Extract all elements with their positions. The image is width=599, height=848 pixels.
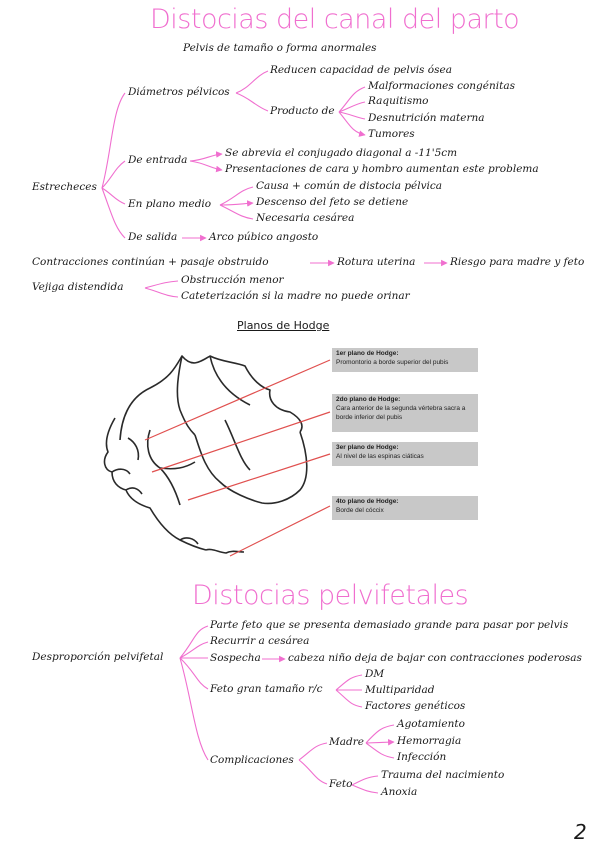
connector [338, 101, 366, 113]
feto-gran-item: Factores genéticos [365, 700, 466, 712]
connector [235, 92, 269, 112]
sospecha-node: Sospecha [210, 652, 261, 664]
connector [101, 187, 126, 205]
connector [219, 204, 254, 220]
connector [179, 657, 209, 690]
feto-item: Trauma del nacimiento [381, 769, 505, 781]
feto-gran-item: Multiparidad [365, 684, 435, 696]
feto-gran-node: Feto gran tamaño r/c [210, 683, 323, 695]
hodge-title: Planos de Hodge [237, 319, 330, 332]
connector [144, 287, 179, 298]
diametros-node: Diámetros pélvicos [128, 86, 230, 98]
connector [365, 724, 395, 744]
hodge-box-4: 4to plano de Hodge: Borde del cóccix [332, 496, 478, 520]
desproporcion-node: Desproporción pelvifetal [32, 651, 164, 663]
reducen-node: Reducen capacidad de pelvis ósea [270, 64, 452, 76]
hodge-box-3: 3er plano de Hodge: Al nivel de las espi… [332, 442, 478, 466]
connector [365, 742, 395, 759]
connector [219, 200, 254, 207]
hodge-box-1: 1er plano de Hodge: Promontorio a borde … [332, 348, 478, 372]
hodge-box-title: 3er plano de Hodge: [336, 444, 399, 451]
connector [189, 160, 223, 173]
hodge-box-2: 2do plano de Hodge: Cara anterior de la … [332, 394, 478, 432]
connector [351, 784, 379, 794]
entrada-item: Presentaciones de cara y hombro aumentan… [225, 163, 539, 175]
madre-node: Madre [329, 736, 364, 748]
recurrir-node: Recurrir a cesárea [210, 635, 310, 647]
complicaciones-node: Complicaciones [210, 754, 294, 766]
rotura-node: Rotura uterina [337, 256, 416, 268]
vejiga-item: Obstrucción menor [181, 274, 284, 286]
page-number: 2 [574, 820, 587, 844]
entrada-item: Se abrevia el conjugado diagonal a -11'5… [225, 147, 458, 159]
connector [338, 111, 366, 120]
hodge-box-desc: Promontorio a borde superior del pubis [336, 358, 449, 366]
connector [235, 70, 269, 94]
feto-gran-item: DM [365, 668, 385, 680]
madre-item: Agotamiento [397, 718, 465, 730]
vejiga-item: Cateterización si la madre no puede orin… [181, 290, 410, 302]
connector [298, 742, 328, 761]
riesgo-node: Riesgo para madre y feto [450, 256, 585, 268]
hodge-box-title: 2do plano de Hodge: [336, 396, 401, 403]
connector [189, 151, 223, 162]
hodge-box-desc: Al nivel de las espinas ciáticas [336, 452, 424, 460]
salida-node: De salida [128, 231, 178, 243]
connector [335, 689, 363, 708]
medio-item: Causa + común de distocia pélvica [256, 180, 443, 192]
connector [365, 738, 395, 746]
medio-node: En plano medio [128, 198, 212, 210]
sospecha-item: cabeza niño deja de bajar con contraccio… [288, 652, 582, 664]
estrecheces-node: Estrecheces [32, 181, 97, 193]
section1-subtitle: Pelvis de tamaño o forma anormales [183, 42, 377, 54]
hodge-box-title: 1er plano de Hodge: [336, 350, 399, 357]
connector [338, 86, 366, 113]
section1-title: Distocias del canal del parto [150, 4, 520, 35]
medio-item: Descenso del feto se detiene [256, 196, 409, 208]
feto-node: Feto [329, 778, 353, 790]
feto-item: Anoxia [381, 786, 418, 798]
salida-item: Arco púbico angosto [209, 231, 319, 243]
pelvis-drawing [103, 355, 308, 554]
parte-node: Parte feto que se presenta demasiado gra… [210, 619, 569, 631]
connector [351, 775, 379, 786]
hodge-box-desc: Borde del cóccix [336, 506, 384, 514]
medio-item: Necesaria cesárea [256, 212, 355, 224]
producto-node: Producto de [270, 105, 335, 117]
hodge-box-title: 4to plano de Hodge: [336, 498, 399, 505]
hodge-lines [144, 359, 331, 557]
connector [144, 280, 179, 289]
connector [179, 625, 209, 659]
producto-item: Malformaciones congénitas [368, 80, 515, 92]
madre-item: Hemorragia [397, 735, 462, 747]
entrada-node: De entrada [128, 154, 188, 166]
connector [101, 187, 126, 239]
producto-item: Tumores [368, 128, 415, 140]
connector [179, 641, 209, 659]
contracciones-node: Contracciones continúan + pasaje obstrui… [32, 256, 269, 268]
connector [179, 657, 209, 761]
connector [298, 759, 328, 785]
vejiga-node: Vejiga distendida [32, 281, 124, 293]
hodge-box-desc: Cara anterior de la segunda vértebra sac… [336, 404, 466, 421]
connector [338, 111, 366, 137]
section2-title: Distocias pelvifetales [192, 580, 469, 611]
madre-item: Infección [397, 751, 447, 763]
producto-item: Desnutrición materna [368, 112, 485, 124]
connector [219, 186, 254, 206]
producto-item: Raquitismo [368, 95, 429, 107]
connector [101, 92, 126, 189]
connector [335, 674, 363, 691]
connector [101, 160, 126, 189]
